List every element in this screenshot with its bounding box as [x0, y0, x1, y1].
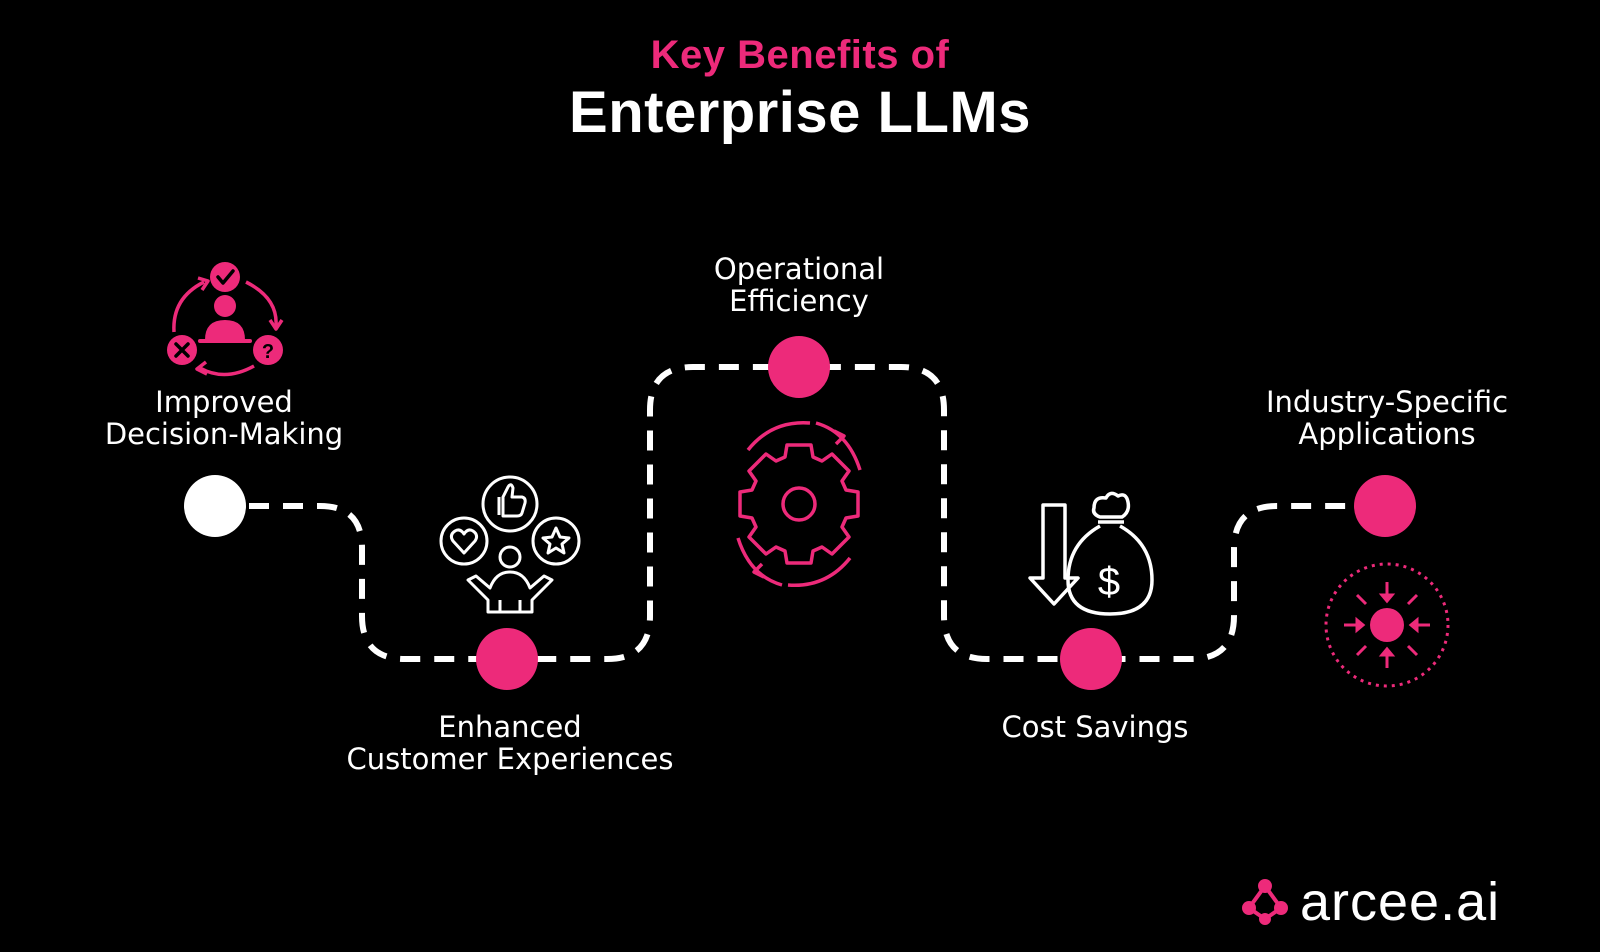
step-label-3: Operational Efficiency: [599, 253, 999, 317]
step-node-4: [1060, 628, 1122, 690]
step-label-1-line1: Improved: [155, 385, 293, 419]
step-label-4: Cost Savings: [895, 711, 1295, 743]
step-label-1: Improved Decision-Making: [24, 386, 424, 450]
step-label-5: Industry-Specific Applications: [1187, 386, 1587, 450]
svg-text:$: $: [1098, 560, 1120, 604]
step-label-2-line2: Customer Experiences: [346, 742, 674, 776]
step-label-2: Enhanced Customer Experiences: [310, 711, 710, 775]
gear-cycle-icon: [736, 420, 862, 588]
title-block: Key Benefits of Enterprise LLMs: [0, 30, 1600, 146]
brand-logo: arcee.ai: [1240, 872, 1500, 932]
title-headline: Enterprise LLMs: [569, 80, 1031, 145]
decision-cycle-icon: ?: [167, 262, 284, 377]
step-label-3-line2: Efficiency: [729, 284, 869, 318]
step-label-1-line2: Decision-Making: [104, 417, 344, 451]
focus-target-icon: [1324, 562, 1450, 688]
brand-name: arcee.ai: [1300, 872, 1501, 932]
step-label-3-line1: Operational: [713, 252, 885, 286]
customer-feedback-icon: [439, 475, 581, 614]
step-label-5-line2: Applications: [1298, 417, 1476, 451]
step-node-5: [1354, 475, 1416, 537]
money-bag-down-icon: $: [1028, 491, 1154, 616]
step-node-2: [476, 628, 538, 690]
step-label-5-line1: Industry-Specific: [1265, 385, 1509, 419]
arcee-logo-icon: [1242, 879, 1288, 925]
step-node-1: [184, 475, 246, 537]
title-kicker: Key Benefits of: [650, 33, 950, 77]
step-label-4-line1: Cost Savings: [1001, 710, 1189, 744]
step-node-3: [768, 336, 830, 398]
step-label-2-line1: Enhanced: [438, 710, 582, 744]
svg-text:?: ?: [262, 341, 274, 363]
